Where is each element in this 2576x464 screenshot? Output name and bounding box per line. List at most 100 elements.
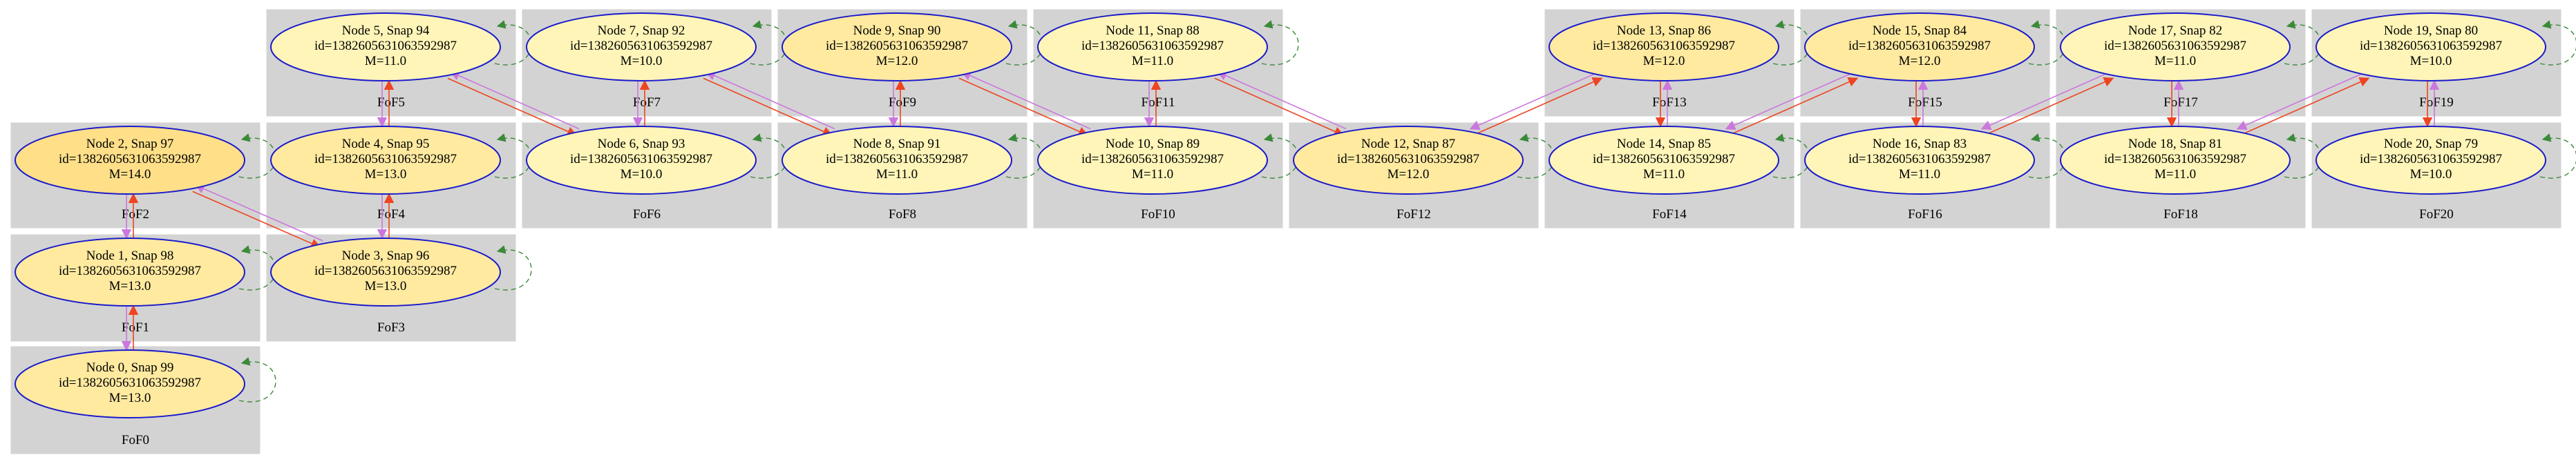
- node-ellipse: [2315, 126, 2546, 195]
- cluster-label: FoF13: [1652, 95, 1687, 110]
- halo-node: Node 20, Snap 79id=1382605631063592987M=…: [2315, 126, 2576, 195]
- halo-node: Node 9, Snap 90id=1382605631063592987M=1…: [782, 12, 1043, 81]
- halo-node: Node 0, Snap 99id=1382605631063592987M=1…: [15, 349, 276, 418]
- node-ellipse: [15, 126, 245, 195]
- halo-node: Node 4, Snap 95id=1382605631063592987M=1…: [270, 126, 532, 195]
- node-id: id=1382605631063592987: [1081, 39, 1224, 53]
- edges-layer: [121, 70, 2440, 351]
- nodes-layer: Node 0, Snap 99id=1382605631063592987M=1…: [15, 12, 2576, 418]
- node-ellipse: [782, 126, 1012, 195]
- node-mass: M=11.0: [2154, 54, 2196, 68]
- node-id: id=1382605631063592987: [826, 39, 968, 53]
- descendant-edge: [1725, 71, 1855, 130]
- progenitor-edge: [958, 77, 1089, 137]
- node-ellipse: [2060, 126, 2291, 195]
- node-mass: M=12.0: [1899, 54, 1941, 68]
- self-loop-edge: [1772, 20, 1810, 66]
- node-title: Node 9, Snap 90: [853, 23, 941, 38]
- cluster-label: FoF18: [2163, 207, 2198, 222]
- self-loop-edge: [238, 357, 276, 403]
- node-mass: M=12.0: [876, 54, 918, 68]
- progenitor-edge: [1214, 77, 1345, 137]
- halo-node: Node 15, Snap 84id=1382605631063592987M=…: [1804, 12, 2066, 81]
- progenitor-edge: [1984, 77, 2114, 136]
- descendant-edge: [2236, 71, 2367, 130]
- halo-node: Node 18, Snap 81id=1382605631063592987M=…: [2060, 126, 2322, 195]
- node-mass: M=13.0: [365, 279, 407, 293]
- progenitor-edge: [1472, 77, 1603, 136]
- node-id: id=1382605631063592987: [826, 152, 968, 166]
- node-ellipse: [270, 12, 501, 81]
- node-id: id=1382605631063592987: [59, 376, 201, 390]
- halo-node: Node 11, Snap 88id=1382605631063592987M=…: [1037, 12, 1299, 81]
- cluster-label: FoF10: [1141, 207, 1175, 222]
- node-title: Node 8, Snap 91: [853, 137, 941, 151]
- cluster-label: FoF16: [1908, 207, 1942, 222]
- self-loop-edge: [1261, 20, 1299, 66]
- node-ellipse: [15, 238, 245, 307]
- node-mass: M=10.0: [621, 167, 663, 182]
- node-id: id=1382605631063592987: [570, 39, 712, 53]
- node-title: Node 1, Snap 98: [86, 249, 174, 263]
- node-id: id=1382605631063592987: [314, 39, 457, 53]
- node-ellipse: [2060, 12, 2291, 81]
- node-id: id=1382605631063592987: [314, 152, 457, 166]
- halo-node: Node 12, Snap 87id=1382605631063592987M=…: [1293, 126, 1555, 195]
- node-id: id=1382605631063592987: [1848, 152, 1991, 166]
- self-loop-edge: [2028, 133, 2066, 179]
- node-mass: M=10.0: [2410, 167, 2452, 182]
- node-mass: M=11.0: [1132, 54, 1173, 68]
- progenitor-edge: [2239, 77, 2370, 136]
- node-ellipse: [526, 126, 757, 195]
- node-mass: M=11.0: [1643, 167, 1685, 182]
- cluster-label: FoF19: [2419, 95, 2454, 110]
- node-mass: M=10.0: [2410, 54, 2452, 68]
- descendant-edge: [705, 70, 835, 130]
- node-title: Node 11, Snap 88: [1106, 23, 1199, 38]
- node-mass: M=11.0: [365, 54, 406, 68]
- node-mass: M=12.0: [1388, 167, 1430, 182]
- node-title: Node 2, Snap 97: [86, 137, 174, 151]
- progenitor-edge: [192, 191, 321, 249]
- cluster-label: FoF5: [377, 95, 405, 110]
- self-loop-edge: [750, 133, 788, 179]
- node-ellipse: [2315, 12, 2546, 81]
- node-id: id=1382605631063592987: [1593, 152, 1735, 166]
- cluster-label: FoF20: [2419, 207, 2454, 222]
- node-mass: M=11.0: [876, 167, 918, 182]
- node-id: id=1382605631063592987: [59, 264, 201, 278]
- cluster-label: FoF0: [122, 433, 149, 447]
- node-id: id=1382605631063592987: [314, 264, 457, 278]
- halo-node: Node 7, Snap 92id=1382605631063592987M=1…: [526, 12, 788, 81]
- node-mass: M=12.0: [1643, 54, 1685, 68]
- node-title: Node 20, Snap 79: [2384, 137, 2478, 151]
- node-id: id=1382605631063592987: [570, 152, 712, 166]
- node-ellipse: [1549, 12, 1779, 81]
- self-loop-edge: [2284, 20, 2322, 66]
- node-mass: M=11.0: [1132, 167, 1173, 182]
- cluster-label: FoF7: [633, 95, 661, 110]
- node-mass: M=13.0: [109, 391, 151, 405]
- descendant-edge: [1469, 71, 1600, 130]
- halo-node: Node 14, Snap 85id=1382605631063592987M=…: [1549, 126, 1810, 195]
- self-loop-edge: [1261, 133, 1299, 179]
- self-loop-edge: [494, 245, 532, 291]
- node-title: Node 7, Snap 92: [598, 23, 685, 38]
- node-ellipse: [1037, 12, 1268, 81]
- descendant-edge: [449, 70, 580, 130]
- node-title: Node 13, Snap 86: [1617, 23, 1711, 38]
- descendant-edge: [194, 184, 323, 242]
- node-id: id=1382605631063592987: [2104, 39, 2246, 53]
- cluster-label: FoF2: [122, 207, 149, 222]
- node-ellipse: [1804, 126, 2035, 195]
- node-ellipse: [1037, 126, 1268, 195]
- node-title: Node 14, Snap 85: [1617, 137, 1711, 151]
- halo-node: Node 10, Snap 89id=1382605631063592987M=…: [1037, 126, 1299, 195]
- self-loop-edge: [1517, 133, 1555, 179]
- cluster-label: FoF4: [377, 207, 406, 222]
- halo-node: Node 19, Snap 80id=1382605631063592987M=…: [2315, 12, 2576, 81]
- cluster-label: FoF14: [1652, 207, 1687, 222]
- self-loop-edge: [1772, 133, 1810, 179]
- node-ellipse: [1293, 126, 1524, 195]
